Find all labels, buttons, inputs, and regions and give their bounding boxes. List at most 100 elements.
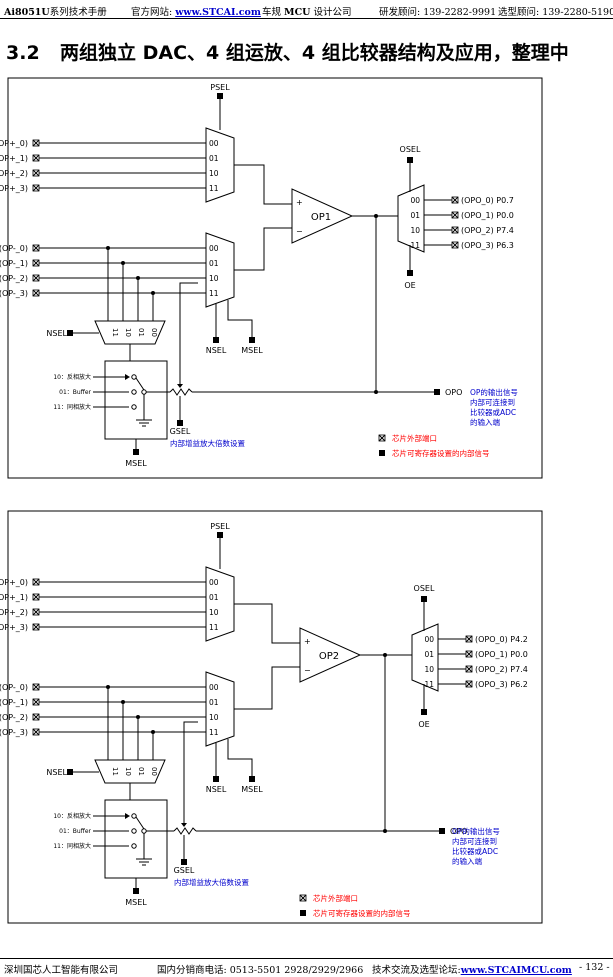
msel-label-bottom: MSEL: [241, 346, 263, 355]
resistor-icon: [173, 827, 197, 835]
gain-mux-code: 01: [137, 328, 145, 337]
mux-code: 11: [209, 184, 219, 193]
internal-signal-icon: [439, 828, 445, 834]
opo-note: OP的输出信号: [452, 826, 500, 836]
output-label: (OPO_0) P0.7: [461, 196, 514, 205]
opo-label: OPO: [445, 388, 462, 397]
internal-signal-icon: [217, 532, 223, 538]
pos-input-label: P2.6 (OP+_0): [0, 578, 28, 587]
psel-mux: [205, 566, 235, 642]
gain-mode-label: 11：同相放大: [53, 403, 91, 411]
osel-label: OSEL: [400, 145, 421, 154]
opo-note: 比较器或ADC: [470, 407, 516, 417]
internal-signal-icon: [300, 910, 306, 916]
footer-company: 深圳国芯人工智能有限公司: [4, 965, 119, 976]
output-label: (OPO_3) P6.2: [475, 680, 528, 689]
resistor-icon: [169, 388, 193, 396]
neg-input-label: DAC1O (OP-_3): [0, 289, 28, 298]
mux-code: 10: [410, 226, 420, 235]
opo-note: 内部可连接到: [452, 836, 497, 846]
switch-contact: [131, 828, 137, 834]
mux-code: 00: [209, 683, 219, 692]
op-amp: [291, 188, 354, 244]
neg-input-label: P6.1 (OP-_2): [0, 274, 28, 283]
switch-contact: [131, 389, 137, 395]
opo-label: OPO: [450, 827, 467, 836]
gain-mux-code: 10: [124, 767, 132, 776]
port-x-line: [378, 434, 386, 442]
mux-code: 11: [410, 241, 420, 250]
forum-link[interactable]: www.STCAIMCU.com: [460, 965, 572, 976]
mux-code: 01: [209, 698, 219, 707]
output-label: (OPO_1) P0.0: [475, 650, 528, 659]
switch-contact: [141, 828, 147, 834]
diagram-border: [7, 510, 543, 924]
neg-input-label: P7.6 (OP-_2): [0, 713, 28, 722]
osel-label: OSEL: [414, 584, 435, 593]
mux-code: 10: [209, 608, 219, 617]
diagram-border: [7, 77, 543, 479]
mux-code: 11: [209, 289, 219, 298]
op-amp-label: OP2: [319, 651, 339, 662]
port-x-line: [32, 244, 40, 252]
footer-forum: 技术交流及选型论坛:www.STCAIMCU.com: [372, 965, 572, 976]
internal-signal-icon: [407, 270, 413, 276]
msel-label-bottom: MSEL: [241, 785, 263, 794]
neg-input-label: P0.4 (OP-_1): [0, 259, 28, 268]
port-x-line: [32, 139, 40, 147]
psel-label: PSEL: [210, 83, 230, 92]
gain-note: 内部增益放大倍数设置: [170, 438, 245, 448]
switch-contact: [131, 813, 137, 819]
legend-internal: 芯片可寄存器设置的内部信号: [392, 448, 490, 458]
opo-note: 的输入端: [452, 856, 482, 866]
gain-mux-code: 11: [111, 328, 119, 337]
nsel-label-bottom: NSEL: [206, 346, 227, 355]
page-footer: 深圳国芯人工智能有限公司 国内分销商电话: 0513-5501 2928/292…: [0, 958, 613, 977]
mux-code: 01: [209, 154, 219, 163]
port-x-line: [32, 154, 40, 162]
port-x-line: [32, 259, 40, 267]
gain-mode-label: 01：Buffer: [59, 828, 91, 835]
psel-label: PSEL: [210, 522, 230, 531]
internal-signal-icon: [177, 420, 183, 426]
mux-code: 11: [424, 680, 434, 689]
switch-lever: [135, 816, 145, 830]
mux-code: 01: [410, 211, 420, 220]
mux-code: 11: [209, 728, 219, 737]
switch-contact: [131, 843, 137, 849]
mux-code: 10: [424, 665, 434, 674]
port-x-line: [32, 593, 40, 601]
website-link[interactable]: www.STCAI.com: [175, 7, 261, 18]
gain-mux: [94, 320, 166, 345]
switch-contact: [131, 374, 137, 380]
arrow-icon: [125, 374, 130, 380]
arrow-icon: [125, 813, 130, 819]
legend-external: 芯片外部端口: [313, 893, 358, 903]
gain-note: 内部增益放大倍数设置: [174, 877, 249, 887]
legend-external: 芯片外部端口: [392, 433, 437, 443]
opo-note: 比较器或ADC: [452, 846, 498, 856]
pos-input-label: P7.7 (OP+_3): [0, 623, 28, 632]
wire: [234, 603, 300, 644]
oe-label: OE: [418, 720, 429, 729]
port-x-line: [32, 713, 40, 721]
op-amp-label: OP1: [311, 212, 331, 223]
gain-mux-code: 01: [137, 767, 145, 776]
mux-code: 00: [209, 139, 219, 148]
op-minus-label: −: [304, 666, 311, 675]
internal-signal-icon: [67, 330, 73, 336]
wire: [183, 721, 198, 821]
mux-code: 10: [209, 713, 219, 722]
arrow-icon: [181, 823, 187, 827]
port-x-line: [32, 274, 40, 282]
mux-code: 10: [209, 274, 219, 283]
mux-code: 01: [209, 259, 219, 268]
neg-input-label: DAC2O (OP-_3): [0, 728, 28, 737]
pos-input-label: P6.0 (OP+_1): [0, 593, 28, 602]
port-x-line: [465, 665, 473, 673]
pos-input-label: P0.5 (OP+_1): [0, 154, 28, 163]
arrow-icon: [177, 384, 183, 388]
port-x-line: [32, 184, 40, 192]
mux-code: 01: [424, 650, 434, 659]
